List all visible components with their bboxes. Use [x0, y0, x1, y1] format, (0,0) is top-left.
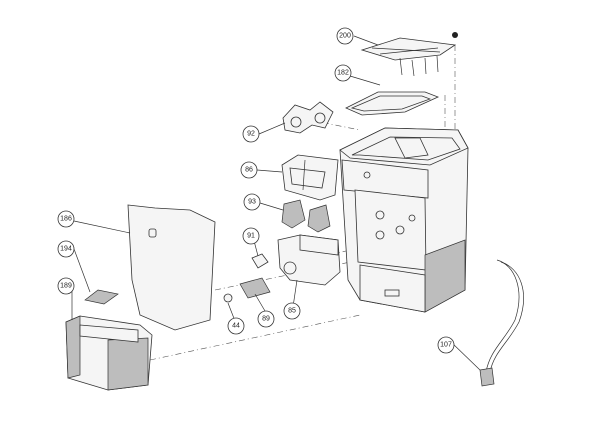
part-194-filter-pad — [84, 289, 119, 305]
callout-93: 93 — [243, 193, 261, 211]
svg-text:44: 44 — [232, 323, 240, 330]
part-189-water-tank — [65, 315, 153, 391]
svg-text:89: 89 — [262, 316, 270, 323]
part-107-power-cord — [479, 259, 524, 387]
callout-91: 91 — [242, 227, 260, 245]
callout-85: 85 — [283, 302, 301, 320]
callout-89: 89 — [257, 310, 275, 328]
part-91-valve — [251, 253, 269, 269]
part-92-fan-blades — [282, 101, 334, 134]
part-86-bracket — [281, 154, 339, 201]
callout-107: 107 — [437, 336, 455, 354]
part-85-lower-housing — [277, 234, 341, 286]
part-93-motors — [281, 199, 331, 233]
svg-text:92: 92 — [247, 131, 255, 138]
svg-text:86: 86 — [245, 167, 253, 174]
screw-icon — [452, 32, 458, 38]
part-200-heating-element — [360, 32, 458, 77]
svg-text:186: 186 — [60, 216, 72, 223]
part-186-rear-panel — [127, 204, 216, 331]
svg-text:200: 200 — [339, 33, 351, 40]
callout-86: 86 — [240, 161, 258, 179]
callout-194: 194 — [57, 240, 75, 258]
svg-text:107: 107 — [440, 342, 452, 349]
svg-text:93: 93 — [248, 199, 256, 206]
part-89-connector — [239, 277, 271, 299]
callout-92: 92 — [242, 125, 260, 143]
callout-189: 189 — [57, 277, 75, 295]
svg-text:85: 85 — [288, 308, 296, 315]
svg-text:182: 182 — [337, 70, 349, 77]
svg-text:91: 91 — [247, 233, 255, 240]
callout-200: 200 — [336, 27, 354, 45]
callout-186: 186 — [57, 210, 75, 228]
callout-182: 182 — [334, 64, 352, 82]
svg-text:189: 189 — [60, 283, 72, 290]
callout-44: 44 — [227, 317, 245, 335]
part-182-gasket — [345, 91, 440, 116]
main-body-housing — [339, 127, 469, 313]
svg-text:194: 194 — [60, 246, 72, 253]
callout-leaders — [71, 35, 481, 371]
part-44-nut — [223, 293, 233, 303]
